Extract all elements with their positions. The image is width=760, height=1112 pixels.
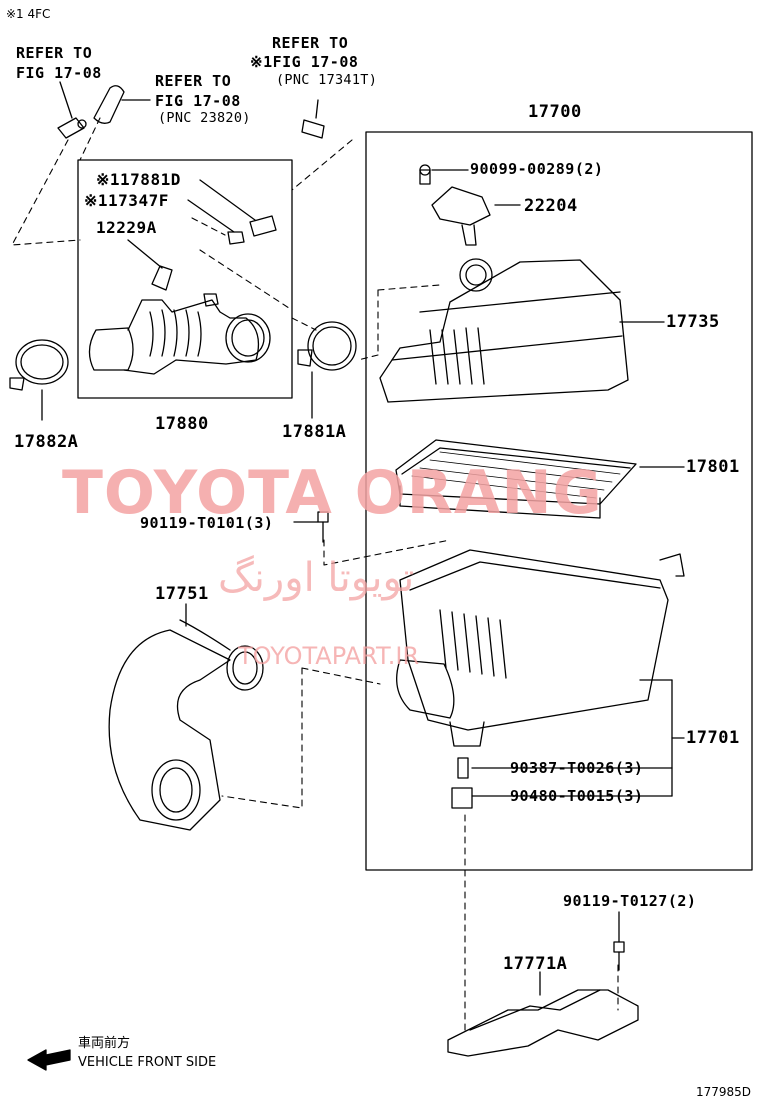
part-90119-T0127: 90119-T0127(2) — [563, 892, 697, 910]
part-90119-T0101: 90119-T0101(3) — [140, 514, 274, 532]
ref-label-2-line1: REFER TO — [155, 72, 232, 90]
part-22204: 22204 — [524, 196, 578, 216]
ref-label-1-line1: REFER TO — [16, 44, 93, 62]
part-17347F: ※117347F — [84, 191, 169, 210]
part-17882A: 17882A — [14, 432, 79, 452]
ref-label-2-line3: (PNC 23820) — [158, 110, 251, 126]
part-17881D: ※117881D — [96, 170, 181, 189]
ref-label-3-line2: ※1FIG 17-08 — [250, 53, 359, 71]
header-note: ※1 4FC — [6, 7, 51, 21]
part-17771A: 17771A — [503, 954, 568, 974]
part-17751: 17751 — [155, 584, 209, 604]
ref-label-1-line2: FIG 17-08 — [16, 64, 102, 82]
assembly-17700-frame — [365, 131, 753, 871]
ref-label-3-line1: REFER TO — [272, 34, 349, 52]
part-17700: 17700 — [528, 102, 582, 122]
vehicle-front-jp: 車両前方 — [78, 1036, 131, 1051]
part-17701: 17701 — [686, 728, 740, 748]
part-17880: 17880 — [155, 414, 209, 434]
assembly-17880-frame — [77, 159, 293, 399]
ref-label-2-line2: FIG 17-08 — [155, 92, 241, 110]
part-90480-T0015: 90480-T0015(3) — [510, 787, 644, 805]
part-17735: 17735 — [666, 312, 720, 332]
part-90387-T0026: 90387-T0026(3) — [510, 759, 644, 777]
part-90099-00289: 90099-00289(2) — [470, 160, 604, 178]
part-17801: 17801 — [686, 457, 740, 477]
ref-label-3-line3: (PNC 17341T) — [276, 72, 378, 88]
part-17881A: 17881A — [282, 422, 347, 442]
vehicle-front-en: VEHICLE FRONT SIDE — [78, 1055, 217, 1070]
part-12229A: 12229A — [96, 218, 157, 237]
diagram-id: 177985D — [696, 1085, 752, 1099]
